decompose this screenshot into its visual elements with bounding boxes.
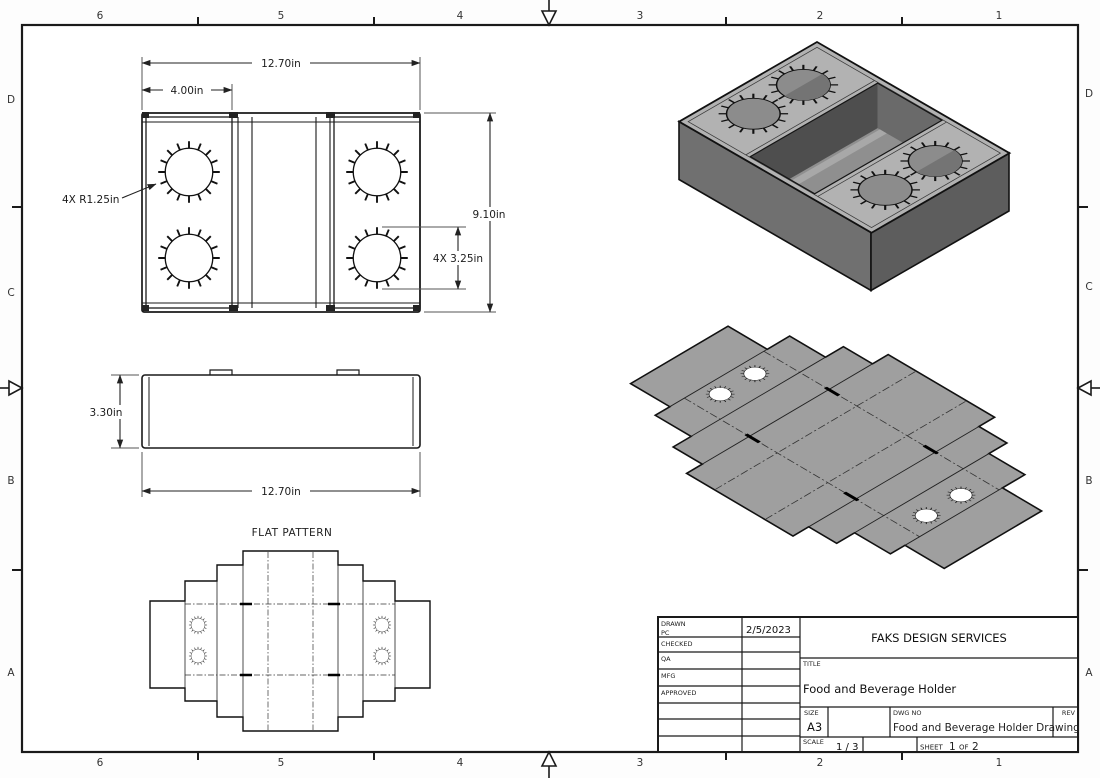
dim-width: 12.70in bbox=[261, 486, 301, 498]
top-view: 12.70in 4.00in 9.10in 4X 3.25in 4X R1.25… bbox=[62, 56, 512, 313]
cup-hole bbox=[345, 140, 409, 204]
zone-label: 4 bbox=[457, 10, 464, 22]
drawn-date: 2/5/2023 bbox=[746, 625, 791, 636]
cup-hole bbox=[157, 140, 221, 204]
checked-label: CHECKED bbox=[661, 640, 692, 648]
zone-labels-top: 6 5 4 3 2 1 bbox=[97, 10, 1003, 25]
dim-height: 3.30in bbox=[90, 407, 123, 419]
rev-label: REV bbox=[1062, 709, 1076, 717]
zone-tick bbox=[12, 206, 22, 571]
drawn-by: PC bbox=[661, 629, 670, 637]
zone-label: 6 bbox=[97, 757, 104, 769]
drawn-label: DRAWN bbox=[661, 620, 686, 628]
zone-labels-left: D C B A bbox=[7, 94, 22, 679]
corner-tab-marks bbox=[142, 112, 420, 311]
isometric-view bbox=[677, 40, 1012, 292]
zone-label: 5 bbox=[278, 10, 285, 22]
zone-label: 1 bbox=[996, 757, 1003, 769]
zone-label: C bbox=[1085, 281, 1092, 293]
dwg-no-label: DWG NO bbox=[893, 709, 922, 717]
zone-label: D bbox=[7, 94, 15, 106]
center-alignment-arrow-bottom bbox=[540, 750, 558, 778]
zone-label: D bbox=[1085, 88, 1093, 100]
zone-label: 3 bbox=[637, 10, 644, 22]
zone-tick bbox=[1078, 206, 1088, 571]
dwg-no-value: Food and Beverage Holder Drawing bbox=[893, 722, 1080, 734]
zone-label: 1 bbox=[996, 10, 1003, 22]
dim-overall-depth: 9.10in bbox=[473, 209, 506, 221]
company-name: FAKS DESIGN SERVICES bbox=[871, 631, 1007, 645]
center-alignment-arrow-left bbox=[0, 379, 24, 397]
mfg-label: MFG bbox=[661, 672, 675, 680]
zone-label: 3 bbox=[637, 757, 644, 769]
flat-pattern-label: FLAT PATTERN bbox=[252, 527, 333, 539]
sheet-total: 2 bbox=[972, 741, 979, 753]
zone-label: B bbox=[1085, 475, 1092, 487]
qa-label: QA bbox=[661, 655, 671, 663]
zone-label: 6 bbox=[97, 10, 104, 22]
zone-label: C bbox=[7, 287, 14, 299]
center-alignment-arrow-right bbox=[1076, 379, 1100, 397]
flat-pattern-view: FLAT PATTERN bbox=[150, 527, 430, 731]
cup-hole bbox=[345, 226, 409, 290]
dim-overall-width: 12.70in bbox=[261, 58, 301, 70]
drawing-title: Food and Beverage Holder bbox=[803, 682, 956, 696]
sheet-of-label: OF bbox=[959, 744, 969, 752]
zone-tick bbox=[197, 17, 903, 25]
zone-labels-bottom: 6 5 4 3 2 1 bbox=[97, 752, 1003, 769]
approved-label: APPROVED bbox=[661, 689, 696, 697]
dim-hole-spacing: 4X 3.25in bbox=[433, 253, 483, 265]
front-view: 3.30in 12.70in bbox=[83, 369, 421, 498]
title-label: TITLE bbox=[802, 660, 821, 668]
size-label: SIZE bbox=[804, 709, 819, 717]
dim-hole-radius: 4X R1.25in bbox=[62, 194, 119, 206]
zone-labels-right: D C B A bbox=[1078, 88, 1093, 679]
cup-panel-left bbox=[145, 116, 233, 309]
sheet-label: SHEET bbox=[920, 744, 944, 752]
center-alignment-arrow-top bbox=[540, 0, 558, 27]
title-block: DRAWN PC 2/5/2023 CHECKED QA MFG APPROVE… bbox=[657, 616, 1080, 753]
size-value: A3 bbox=[807, 720, 822, 734]
leader-hole-radius bbox=[121, 183, 157, 199]
dim-panel-width: 4.00in bbox=[171, 85, 204, 97]
zone-label: 5 bbox=[278, 757, 285, 769]
zone-label: 2 bbox=[817, 757, 824, 769]
zone-label: 4 bbox=[457, 757, 464, 769]
scale-value: 1 / 3 bbox=[836, 742, 858, 753]
zone-label: 2 bbox=[817, 10, 824, 22]
scale-label: SCALE bbox=[803, 738, 824, 746]
zone-label: B bbox=[7, 475, 14, 487]
cup-panel-right bbox=[333, 116, 421, 309]
sheet-number: 1 bbox=[949, 741, 956, 753]
cup-hole bbox=[157, 226, 221, 290]
zone-label: A bbox=[7, 667, 15, 679]
zone-label: A bbox=[1085, 667, 1093, 679]
zone-tick bbox=[197, 752, 903, 760]
